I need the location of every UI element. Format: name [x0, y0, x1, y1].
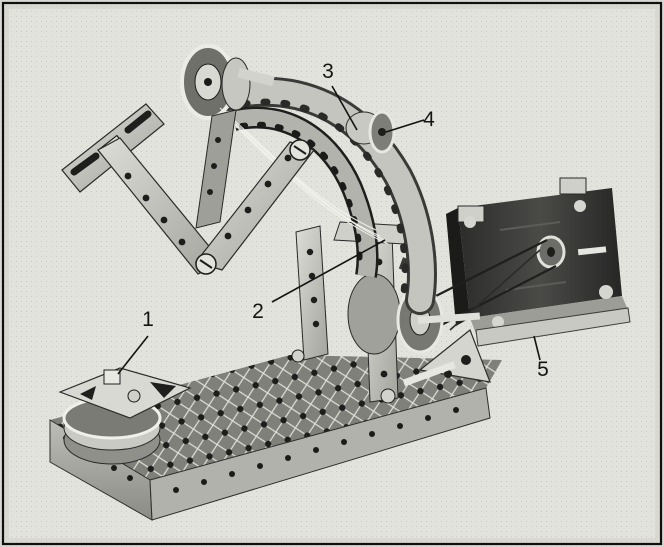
- callout-leader-line: [117, 335, 149, 375]
- callout-layer: 1 2 3 4 5: [117, 60, 549, 381]
- callout-number: 2: [252, 300, 264, 323]
- articulated-arm: [61, 103, 315, 275]
- callout-1: 1: [117, 308, 154, 375]
- jib-head-pulley: [180, 44, 275, 120]
- callout-leader-line: [331, 85, 358, 131]
- crank-shaft: [291, 349, 456, 404]
- callout-2: 2: [252, 239, 386, 323]
- curved-jib: [213, 76, 437, 315]
- callout-leader-line: [385, 119, 425, 133]
- hoist-cords: [219, 107, 389, 245]
- callout-3: 3: [322, 60, 358, 131]
- callout-number: 3: [322, 60, 334, 83]
- callout-5: 5: [533, 335, 549, 381]
- callout-number: 1: [142, 308, 154, 331]
- swivel-pulley-assembly: [58, 367, 192, 465]
- callout-4: 4: [385, 108, 435, 133]
- callout-leader-line: [271, 239, 386, 303]
- guide-pulley: [345, 110, 396, 154]
- callout-number: 5: [537, 358, 549, 381]
- electric-motor: [446, 177, 631, 347]
- callout-leader-line: [533, 335, 541, 361]
- callout-number: 4: [423, 108, 435, 131]
